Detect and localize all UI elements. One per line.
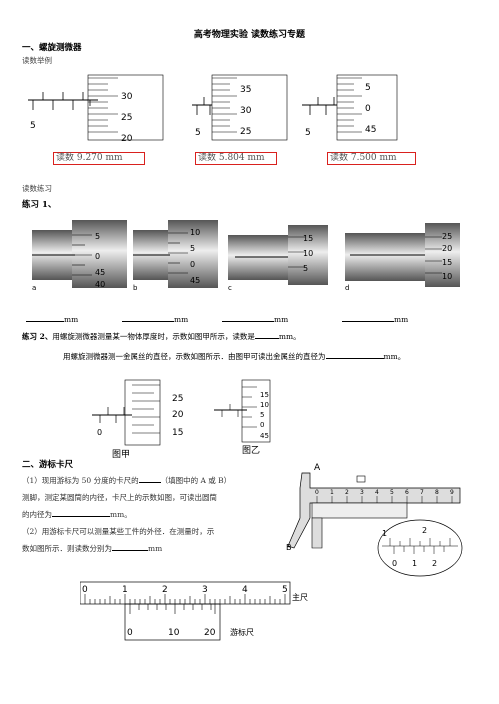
svg-text:45: 45 bbox=[190, 276, 200, 285]
svg-text:5: 5 bbox=[190, 244, 195, 253]
svg-text:40: 40 bbox=[95, 280, 105, 289]
answer-line-c[interactable]: mm bbox=[222, 313, 288, 324]
svg-text:0: 0 bbox=[97, 428, 102, 437]
svg-text:0: 0 bbox=[82, 585, 88, 595]
svg-text:4: 4 bbox=[242, 585, 248, 595]
svg-text:5: 5 bbox=[260, 411, 264, 419]
main-ticks bbox=[84, 594, 286, 604]
fig-jia-label: 图甲 bbox=[112, 449, 130, 460]
svg-text:1: 1 bbox=[412, 559, 417, 568]
svg-text:10: 10 bbox=[260, 401, 269, 409]
svg-text:3: 3 bbox=[202, 585, 208, 595]
vernier-scale-figure: 0 1 2 3 4 5 主尺 0 10 20 游标尺 bbox=[80, 581, 308, 641]
svg-text:45: 45 bbox=[95, 268, 105, 277]
svg-text:2: 2 bbox=[432, 559, 437, 568]
svg-text:15: 15 bbox=[303, 234, 313, 243]
svg-text:0: 0 bbox=[392, 559, 397, 568]
svg-text:0: 0 bbox=[365, 104, 371, 114]
main-scale-label: 主尺 bbox=[292, 592, 308, 602]
svg-text:b: b bbox=[133, 284, 138, 292]
micrometer-example-3: 5 0 45 5 bbox=[302, 74, 398, 141]
reading-box-1: 读数 9.270 mm bbox=[53, 152, 145, 165]
section1-heading: 一、螺旋测微器 bbox=[22, 43, 82, 53]
practice-label: 读数练习 bbox=[22, 184, 52, 193]
svg-text:1: 1 bbox=[330, 489, 334, 496]
svg-text:30: 30 bbox=[240, 106, 252, 116]
svg-text:2: 2 bbox=[162, 585, 168, 595]
svg-text:1: 1 bbox=[122, 585, 128, 595]
svg-text:20: 20 bbox=[204, 628, 216, 638]
page-title: 高考物理实验 读数练习专题 bbox=[193, 30, 306, 40]
scale-label: 30 bbox=[121, 92, 133, 102]
svg-text:10: 10 bbox=[303, 249, 313, 258]
example-label: 读数举例 bbox=[22, 56, 52, 65]
vernier-label: 游标尺 bbox=[230, 627, 254, 637]
thimble-ticks bbox=[88, 77, 118, 133]
svg-text:45: 45 bbox=[260, 432, 269, 440]
fig-yi-label: 图乙 bbox=[242, 445, 260, 456]
svg-text:10: 10 bbox=[442, 272, 452, 281]
svg-text:9: 9 bbox=[450, 489, 454, 496]
svg-text:5: 5 bbox=[195, 128, 201, 138]
svg-text:6: 6 bbox=[405, 489, 409, 496]
svg-text:3: 3 bbox=[360, 489, 364, 496]
svg-text:0: 0 bbox=[260, 421, 264, 429]
svg-text:2: 2 bbox=[345, 489, 349, 496]
svg-text:2: 2 bbox=[422, 526, 427, 535]
svg-text:15: 15 bbox=[442, 258, 452, 267]
label-A: A bbox=[314, 463, 321, 473]
svg-text:25: 25 bbox=[442, 232, 452, 241]
svg-text:25: 25 bbox=[172, 394, 183, 404]
svg-text:20: 20 bbox=[442, 244, 452, 253]
svg-text:10: 10 bbox=[168, 628, 180, 638]
exercise2-figures: 25 20 15 0 图甲 15 10 5 0 45 图乙 bbox=[92, 379, 271, 460]
svg-text:0: 0 bbox=[315, 489, 319, 496]
caliper-figure: A 0 1 2 3 4 5 6 7 8 9 B 1 2 0 1 2 bbox=[286, 463, 463, 577]
svg-text:a: a bbox=[32, 284, 36, 292]
svg-text:0: 0 bbox=[95, 252, 100, 261]
svg-text:4: 4 bbox=[375, 489, 379, 496]
micrometer-example-1: 30 25 20 5 bbox=[28, 74, 164, 144]
svg-text:5: 5 bbox=[365, 83, 371, 93]
section2-q1: （1）现用游标为 50 分度的卡尺的（填图中的 A 或 B） 测脚，测定某圆筒的… bbox=[22, 476, 232, 553]
scale-label: 20 bbox=[121, 134, 133, 144]
svg-text:5: 5 bbox=[303, 264, 308, 273]
answer-line-b[interactable]: mm bbox=[122, 313, 188, 324]
svg-text:7: 7 bbox=[420, 489, 424, 496]
svg-text:c: c bbox=[228, 284, 232, 292]
svg-text:15: 15 bbox=[260, 391, 269, 399]
svg-text:10: 10 bbox=[190, 228, 200, 237]
exercise1-figures: 5 0 45 40 a 10 5 0 45 b 15 10 5 c 25 20 … bbox=[32, 220, 460, 292]
svg-text:20: 20 bbox=[172, 410, 184, 420]
answer-line-d[interactable]: mm bbox=[342, 313, 408, 324]
label-B: B bbox=[286, 543, 292, 552]
svg-text:8: 8 bbox=[435, 489, 439, 496]
main-scale-label: 5 bbox=[30, 121, 36, 131]
scale-label: 25 bbox=[121, 113, 132, 123]
section2-heading: 二、游标卡尺 bbox=[22, 460, 74, 470]
micrometer-example-2: 35 30 25 5 bbox=[192, 74, 288, 141]
svg-text:35: 35 bbox=[240, 85, 251, 95]
svg-text:5: 5 bbox=[95, 232, 100, 241]
svg-text:1: 1 bbox=[382, 529, 387, 538]
svg-text:45: 45 bbox=[365, 125, 376, 135]
svg-text:0: 0 bbox=[127, 628, 133, 638]
svg-text:0: 0 bbox=[190, 260, 195, 269]
svg-text:15: 15 bbox=[172, 428, 183, 438]
svg-text:5: 5 bbox=[282, 585, 288, 595]
svg-text:25: 25 bbox=[240, 127, 251, 137]
reading-box-3: 读数 7.500 mm bbox=[327, 152, 416, 165]
exercise1-label: 练习 1、 bbox=[22, 200, 57, 210]
svg-text:d: d bbox=[345, 284, 349, 292]
reading-box-2: 读数 5.804 mm bbox=[195, 152, 277, 165]
svg-text:5: 5 bbox=[305, 128, 311, 138]
svg-text:5: 5 bbox=[390, 489, 394, 496]
answer-line-a[interactable]: mm bbox=[26, 313, 78, 324]
